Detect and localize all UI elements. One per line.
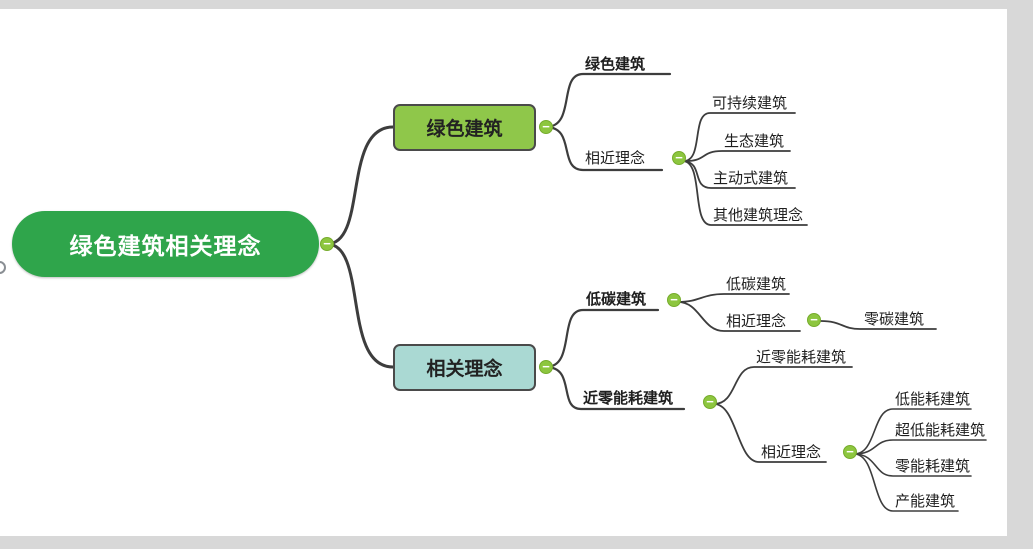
node-other-building-concepts[interactable]: 其他建筑理念 <box>713 207 804 224</box>
topic-green-building[interactable]: 绿色建筑 <box>393 104 536 151</box>
connector-near-zero-leaf <box>713 366 853 405</box>
node-energy-producing-building[interactable]: 产能建筑 <box>895 493 956 510</box>
collapse-badge-related-concepts[interactable]: − <box>539 360 553 374</box>
connector-near-zero-energy-building <box>544 365 686 411</box>
node-near-zero-energy-leaf[interactable]: 近零能耗建筑 <box>756 349 847 366</box>
root-topic[interactable]: 绿色建筑相关理念 <box>12 211 319 277</box>
collapse-badge-green-building[interactable]: − <box>539 120 553 134</box>
collapse-badge-root[interactable]: − <box>320 237 334 251</box>
node-low-energy-building[interactable]: 低能耗建筑 <box>895 391 971 408</box>
collapse-badge-similar-low-carbon[interactable]: − <box>807 313 821 327</box>
node-zero-carbon-building[interactable]: 零碳建筑 <box>864 311 925 328</box>
node-ultra-low-energy-building[interactable]: 超低能耗建筑 <box>895 422 986 439</box>
connector-green-building-child <box>544 72 672 129</box>
connector-active-building <box>682 160 796 189</box>
node-near-zero-energy-building[interactable]: 近零能耗建筑 <box>583 390 674 407</box>
connector-zero-carbon-building <box>820 320 937 330</box>
node-similar-concepts-near-zero[interactable]: 相近理念 <box>761 444 822 461</box>
connector-low-carbon-building <box>544 308 660 369</box>
node-sustainable-building[interactable]: 可持续建筑 <box>712 95 788 112</box>
connector-low-energy-building <box>853 408 972 455</box>
collapse-badge-low-carbon[interactable]: − <box>667 293 681 307</box>
frame-top-strip <box>0 0 1033 9</box>
connector-zero-energy-building <box>853 453 972 477</box>
node-zero-energy-building[interactable]: 零能耗建筑 <box>895 458 971 475</box>
node-low-carbon-leaf[interactable]: 低碳建筑 <box>726 276 787 293</box>
connector-ultra-low-energy-building <box>853 439 987 455</box>
collapse-badge-similar-green[interactable]: − <box>672 151 686 165</box>
connector-root-to-green-building <box>325 125 395 246</box>
connector-sustainable-building <box>682 112 796 162</box>
connector-other-building-concepts <box>682 160 808 226</box>
node-similar-concepts-green[interactable]: 相近理念 <box>585 150 646 167</box>
frame-right-strip <box>1007 0 1033 549</box>
node-similar-concepts-low-carbon[interactable]: 相近理念 <box>726 313 787 330</box>
collapse-badge-near-zero[interactable]: − <box>703 395 717 409</box>
node-active-building[interactable]: 主动式建筑 <box>713 170 789 187</box>
connector-near-zero-similar <box>713 403 827 463</box>
node-green-building-child[interactable]: 绿色建筑 <box>585 56 646 73</box>
connector-energy-producing-building <box>853 453 959 512</box>
connector-low-carbon-similar <box>677 301 801 332</box>
topic-related-concepts[interactable]: 相关理念 <box>393 344 536 391</box>
connector-low-carbon-leaf <box>677 293 790 303</box>
node-low-carbon-building[interactable]: 低碳建筑 <box>586 291 647 308</box>
connector-ecological-building <box>682 150 791 162</box>
frame-bottom-strip <box>0 536 1033 549</box>
collapse-badge-similar-near-zero[interactable]: − <box>843 445 857 459</box>
connector-root-to-related-concepts <box>325 242 395 369</box>
node-ecological-building[interactable]: 生态建筑 <box>724 133 785 150</box>
connector-green-similar-concepts <box>544 125 664 172</box>
